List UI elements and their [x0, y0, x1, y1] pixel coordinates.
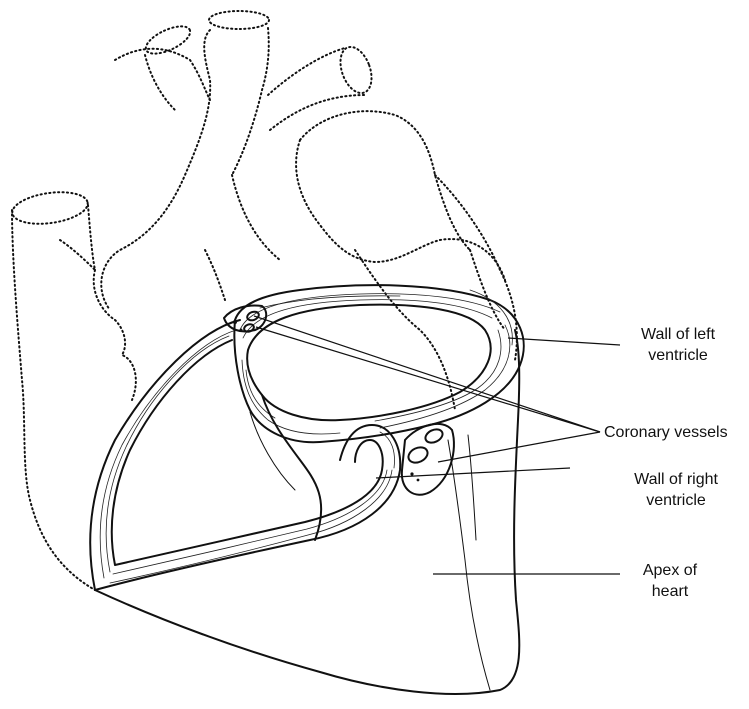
- coronary-vessel-top-1: [246, 310, 260, 322]
- leader-right-ventricle: [376, 468, 570, 478]
- heart-apex-outline: [95, 330, 519, 694]
- label-wall-of-left-ventricle: Wall of left ventricle: [618, 324, 738, 366]
- label-wall-of-right-ventricle: Wall of right ventricle: [616, 469, 736, 511]
- label-apex-of-heart: Apex of heart: [630, 560, 710, 602]
- coronary-vessel-right-1: [423, 427, 444, 445]
- label-coronary-vessels: Coronary vessels: [604, 422, 728, 443]
- leader-coronary-3: [438, 432, 600, 462]
- heart-outline: [10, 11, 517, 590]
- right-ventricle-wall: [90, 320, 400, 590]
- leader-coronary-1: [254, 316, 600, 432]
- coronary-vessel-right-2: [406, 444, 430, 465]
- leader-left-ventricle: [508, 338, 620, 345]
